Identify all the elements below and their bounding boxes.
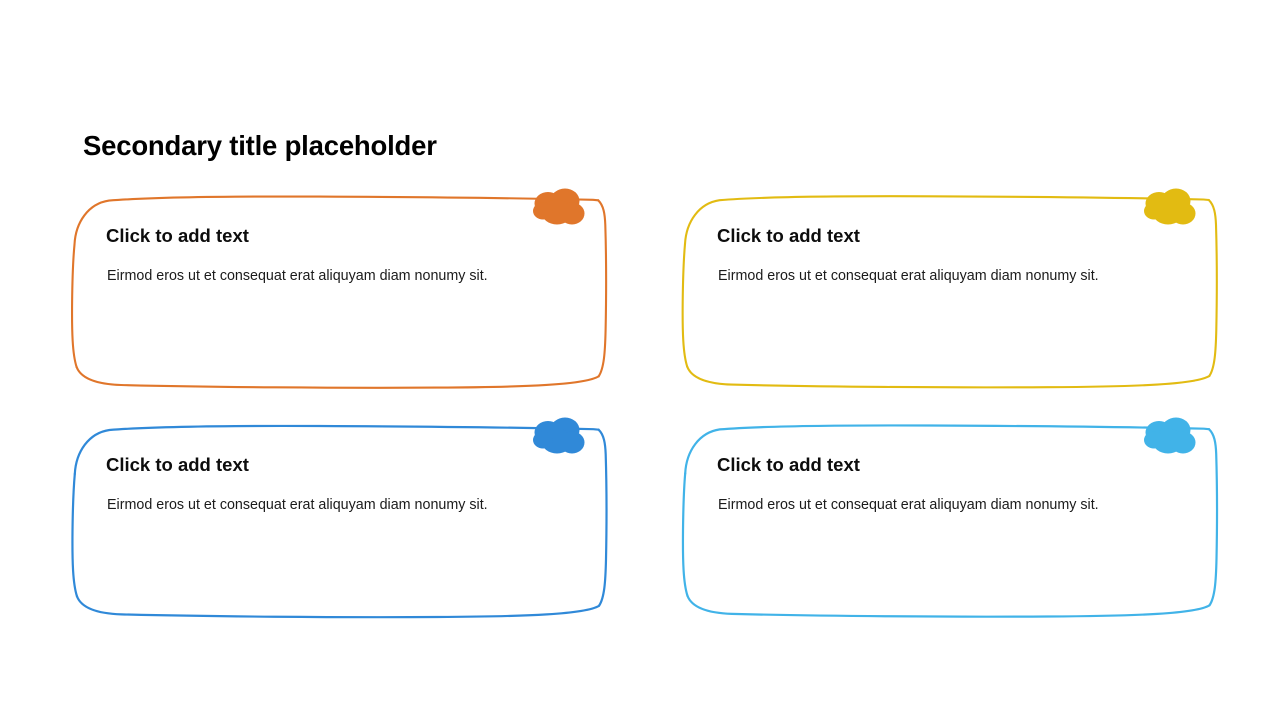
card-heading[interactable]: Click to add text <box>106 225 249 246</box>
card-description[interactable]: Eirmod eros ut et consequat erat aliquya… <box>107 497 488 513</box>
card-heading[interactable]: Click to add text <box>106 454 249 475</box>
card-heading[interactable]: Click to add text <box>717 225 860 246</box>
card-body: Click to add text Eirmod eros ut et cons… <box>682 427 1214 619</box>
content-card-2[interactable]: Click to add text Eirmod eros ut et cons… <box>681 188 1218 390</box>
card-description[interactable]: Eirmod eros ut et consequat erat aliquya… <box>107 268 488 284</box>
card-description[interactable]: Eirmod eros ut et consequat erat aliquya… <box>718 497 1099 513</box>
card-description[interactable]: Eirmod eros ut et consequat erat aliquya… <box>718 268 1099 284</box>
card-body: Click to add text Eirmod eros ut et cons… <box>71 198 603 390</box>
page-title: Secondary title placeholder <box>83 130 437 161</box>
content-card-4[interactable]: Click to add text Eirmod eros ut et cons… <box>681 417 1219 619</box>
card-body: Click to add text Eirmod eros ut et cons… <box>682 198 1214 390</box>
content-card-3[interactable]: Click to add text Eirmod eros ut et cons… <box>71 417 608 619</box>
card-body: Click to add text Eirmod eros ut et cons… <box>71 427 603 619</box>
content-card-1[interactable]: Click to add text Eirmod eros ut et cons… <box>70 188 608 390</box>
card-heading[interactable]: Click to add text <box>717 454 860 475</box>
